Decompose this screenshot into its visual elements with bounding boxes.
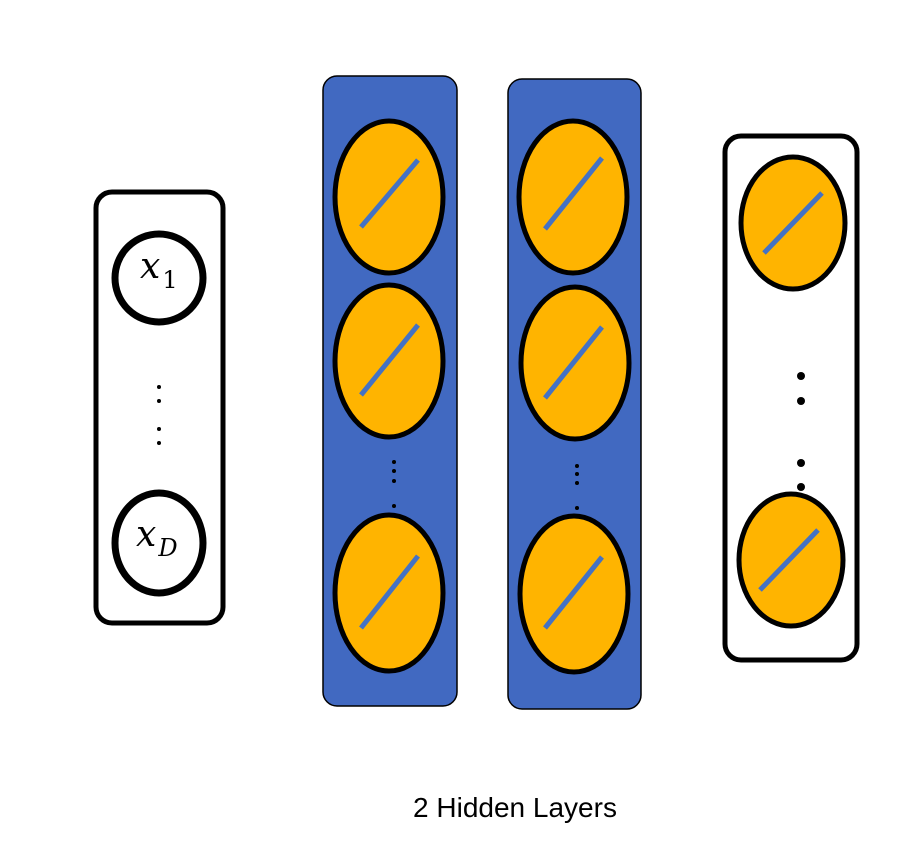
input-neuron-d bbox=[111, 489, 207, 597]
activation-line bbox=[359, 323, 420, 397]
input-label-d: xD bbox=[136, 514, 178, 562]
input-neuron-1 bbox=[111, 230, 207, 326]
activation-line bbox=[543, 156, 604, 231]
output-vertical-ellipsis bbox=[797, 372, 805, 491]
input-vertical-ellipsis bbox=[157, 385, 161, 445]
hidden-layer-1 bbox=[322, 75, 458, 707]
activation-line bbox=[758, 528, 820, 592]
activation-line bbox=[359, 158, 420, 229]
activation-line bbox=[762, 191, 824, 255]
diagram-caption: 2 Hidden Layers bbox=[413, 792, 617, 823]
input-layer: x1 xD bbox=[93, 189, 226, 626]
output-layer bbox=[722, 133, 860, 663]
hidden-layer-2 bbox=[507, 78, 642, 710]
activation-line bbox=[543, 325, 604, 400]
activation-line bbox=[359, 554, 420, 630]
input-label-1: x1 bbox=[140, 246, 178, 294]
activation-line bbox=[543, 555, 604, 630]
